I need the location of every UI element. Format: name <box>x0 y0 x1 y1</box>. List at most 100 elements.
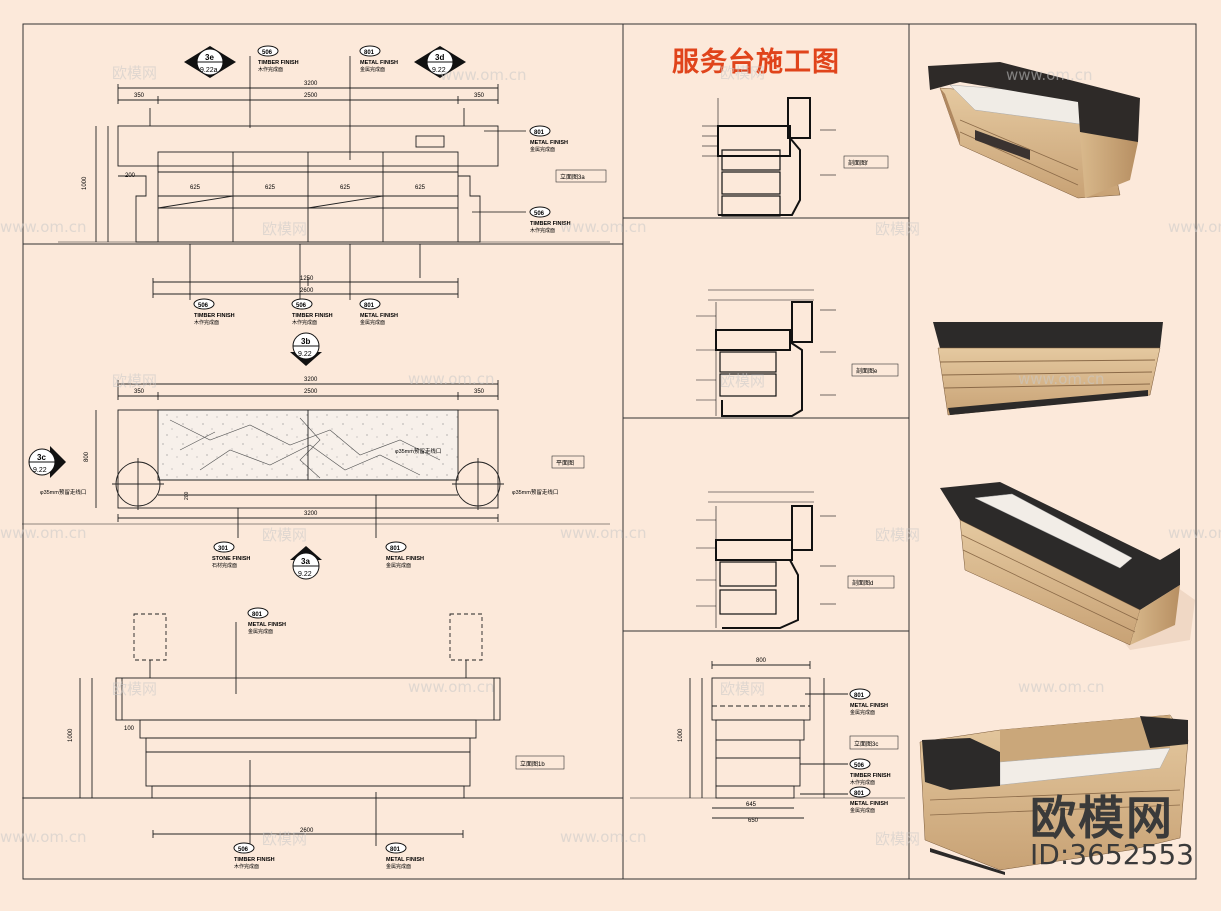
dim-350-a2: 350 <box>474 93 485 99</box>
dim-625-a3: 625 <box>340 185 351 191</box>
svg-text:剖面图d: 剖面图d <box>852 579 873 587</box>
svg-text:木作完成面: 木作完成面 <box>234 863 259 870</box>
svg-text:剖面图e: 剖面图e <box>856 367 878 375</box>
dim-350-a1: 350 <box>134 93 145 99</box>
svg-text:3c: 3c <box>37 453 46 462</box>
watermark-url: www.om.cn <box>408 678 495 696</box>
svg-text:木作完成面: 木作完成面 <box>530 227 555 234</box>
view-label-plan: 平面图 <box>551 455 585 469</box>
svg-text:METAL FINISH: METAL FINISH <box>386 556 424 562</box>
svg-text:506: 506 <box>854 763 865 769</box>
svg-text:9.22: 9.22 <box>298 351 312 358</box>
watermark-url: www.om.cn <box>1168 524 1221 542</box>
svg-text:立面图3a: 立面图3a <box>560 173 585 181</box>
callout-506-b1: 506 TIMBER FINISH 木作完成面 <box>193 298 235 326</box>
svg-text:3a: 3a <box>301 557 310 566</box>
section-mark-3a: 3a 9.22 <box>290 546 322 580</box>
watermark-url: www.om.cn <box>0 828 87 846</box>
svg-text:金属完成面: 金属完成面 <box>386 863 411 870</box>
watermark-brand: 欧模网 <box>875 526 921 544</box>
callout-506-b2: 506 TIMBER FINISH 木作完成面 <box>291 298 333 326</box>
dim-625-a2: 625 <box>265 185 276 191</box>
render-1 <box>928 62 1140 199</box>
svg-text:801: 801 <box>252 612 263 618</box>
callout-506-bb: 506 TIMBER FINISH 木作完成面 <box>233 842 275 870</box>
watermark-brand: 欧模网 <box>875 830 921 848</box>
view-label-sec-e: 剖面图e <box>851 363 899 377</box>
watermark-brand: 欧模网 <box>112 372 158 390</box>
view-label-elev3c: 立面图3c <box>849 735 899 750</box>
brand-logo: 欧模网 <box>1030 791 1174 845</box>
svg-text:木作完成面: 木作完成面 <box>194 319 219 326</box>
svg-text:506: 506 <box>198 303 209 309</box>
dim-800-p: 800 <box>84 451 90 462</box>
svg-text:9.22: 9.22 <box>432 67 446 74</box>
dim-200-a: 200 <box>125 173 136 179</box>
svg-text:TIMBER FINISH: TIMBER FINISH <box>234 857 275 863</box>
svg-text:石材完成面: 石材完成面 <box>212 562 237 569</box>
dim-1000-c: 1000 <box>678 728 684 742</box>
plan-view <box>22 380 610 538</box>
render-2 <box>933 322 1163 416</box>
dim-1250-a: 1250 <box>300 276 314 282</box>
callout-801-bb: 801 METAL FINISH 金属完成面 <box>385 842 424 870</box>
svg-text:立面图1b: 立面图1b <box>520 760 545 768</box>
section-e <box>696 289 836 417</box>
watermark-brand: 欧模网 <box>875 220 921 238</box>
svg-text:3d: 3d <box>435 53 444 62</box>
svg-text:STONE FINISH: STONE FINISH <box>212 556 250 562</box>
svg-text:801: 801 <box>854 791 865 797</box>
svg-text:METAL FINISH: METAL FINISH <box>386 857 424 863</box>
dim-2500-p: 2500 <box>304 389 318 395</box>
dim-800-c: 800 <box>756 658 767 664</box>
callout-801-right: 801 METAL FINISH 金属完成面 <box>529 125 568 153</box>
section-f <box>702 97 836 217</box>
watermark-url: www.om.cn <box>560 524 647 542</box>
svg-text:金属完成面: 金属完成面 <box>360 66 385 73</box>
callout-801-b: 801 METAL FINISH 金属完成面 <box>247 607 286 635</box>
render-4 <box>919 714 1189 875</box>
watermark-brand: 欧模网 <box>112 64 158 82</box>
svg-text:506: 506 <box>296 303 307 309</box>
watermark-url: www.om.cn <box>1006 66 1093 84</box>
dim-645-c: 645 <box>746 802 757 808</box>
svg-text:801: 801 <box>364 50 375 56</box>
svg-text:METAL FINISH: METAL FINISH <box>850 801 888 807</box>
svg-text:3b: 3b <box>301 337 310 346</box>
svg-text:9.22: 9.22 <box>298 571 312 578</box>
svg-text:TIMBER FINISH: TIMBER FINISH <box>850 773 891 779</box>
view-label-elev3a: 立面图3a <box>555 169 607 183</box>
svg-text:9.22: 9.22 <box>33 467 47 474</box>
dim-200-p: 200 <box>184 491 190 500</box>
svg-text:506: 506 <box>534 211 545 217</box>
dim-650-c: 650 <box>748 818 759 824</box>
svg-text:3e: 3e <box>205 53 214 62</box>
dim-350-p1: 350 <box>134 389 145 395</box>
svg-text:平面图: 平面图 <box>556 460 574 467</box>
dim-350-p2: 350 <box>474 389 485 395</box>
svg-text:506: 506 <box>262 50 273 56</box>
watermark-brand: 欧模网 <box>262 526 308 544</box>
render-3 <box>940 482 1195 650</box>
section-mark-3b: 3b 9.22 <box>290 332 322 366</box>
watermark-brand: 欧模网 <box>720 680 766 698</box>
svg-text:METAL FINISH: METAL FINISH <box>248 622 286 628</box>
dim-2500-a: 2500 <box>304 93 318 99</box>
dim-625-a1: 625 <box>190 185 201 191</box>
section-mark-3e: 3e 9.22a <box>184 46 236 78</box>
svg-text:METAL FINISH: METAL FINISH <box>850 703 888 709</box>
svg-text:301: 301 <box>218 546 229 552</box>
svg-text:TIMBER FINISH: TIMBER FINISH <box>292 313 333 319</box>
callout-506-c: 506 TIMBER FINISH 木作完成面 <box>849 758 891 786</box>
svg-text:金属完成面: 金属完成面 <box>850 709 875 716</box>
dim-2600-b: 2600 <box>300 828 314 834</box>
page-title: 服务台施工图 <box>672 47 840 78</box>
svg-text:金属完成面: 金属完成面 <box>850 807 875 814</box>
dim-3200-p2: 3200 <box>304 511 318 517</box>
dim-1000-b: 1000 <box>68 728 74 742</box>
callout-301: 301 STONE FINISH 石材完成面 <box>212 541 250 569</box>
dim-100-b: 100 <box>124 726 135 732</box>
watermark-url: www.om.cn <box>560 218 647 236</box>
